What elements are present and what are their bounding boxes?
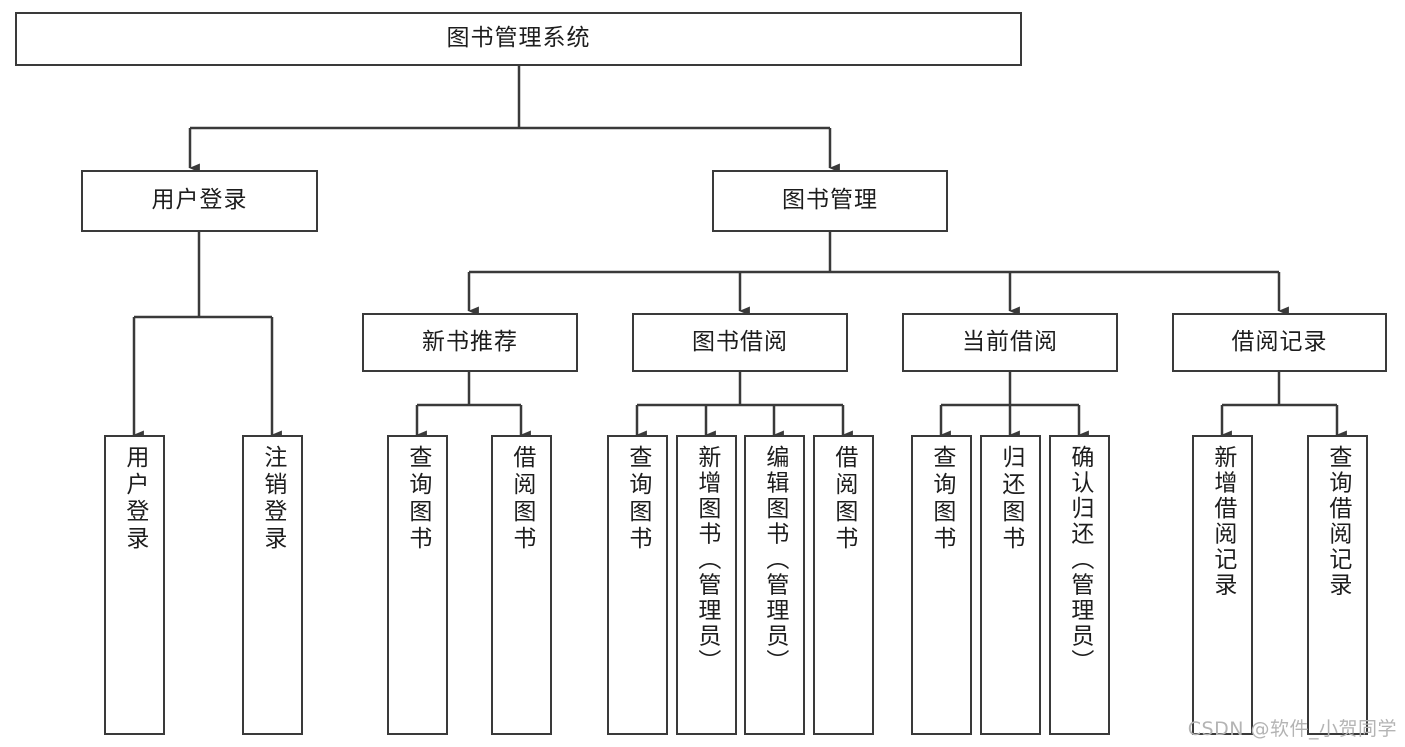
node-leaf-current-borrow-1-label: 查询图书	[928, 445, 955, 553]
node-leaf-user-login-2[interactable]: 注销登录	[242, 435, 303, 735]
node-leaf-borrow-record-2[interactable]: 查询借阅记录	[1307, 435, 1368, 735]
node-current-borrow-label: 当前借阅	[962, 328, 1058, 355]
node-leaf-book-borrow-4-label: 借阅图书	[830, 445, 857, 553]
node-root-label: 图书管理系统	[446, 25, 591, 52]
node-leaf-current-borrow-3-label: 确认归还（管理员）	[1066, 445, 1093, 675]
node-book-borrow[interactable]: 图书借阅	[632, 313, 848, 372]
node-new-book-label: 新书推荐	[422, 328, 518, 355]
node-leaf-user-login-1-label: 用户登录	[121, 445, 148, 553]
node-book-manage[interactable]: 图书管理	[712, 170, 948, 232]
node-user-login-label: 用户登录	[151, 187, 248, 214]
node-leaf-new-book-2-label: 借阅图书	[508, 445, 535, 553]
node-book-manage-label: 图书管理	[782, 187, 878, 214]
watermark-text: CSDN @软件_小贺同学	[1187, 718, 1397, 740]
node-leaf-new-book-2[interactable]: 借阅图书	[491, 435, 552, 735]
node-borrow-record-label: 借阅记录	[1231, 328, 1328, 355]
node-leaf-book-borrow-1[interactable]: 查询图书	[607, 435, 668, 735]
node-new-book[interactable]: 新书推荐	[362, 313, 578, 372]
node-leaf-book-borrow-1-label: 查询图书	[624, 445, 651, 553]
node-leaf-current-borrow-1[interactable]: 查询图书	[911, 435, 972, 735]
node-leaf-borrow-record-2-label: 查询借阅记录	[1324, 445, 1351, 598]
node-leaf-new-book-1-label: 查询图书	[404, 445, 431, 553]
node-borrow-record[interactable]: 借阅记录	[1172, 313, 1387, 372]
node-root[interactable]: 图书管理系统	[15, 12, 1022, 66]
node-leaf-book-borrow-3[interactable]: 编辑图书（管理员）	[744, 435, 805, 735]
node-leaf-book-borrow-3-label: 编辑图书（管理员）	[761, 445, 788, 675]
node-leaf-user-login-1[interactable]: 用户登录	[104, 435, 165, 735]
node-leaf-new-book-1[interactable]: 查询图书	[387, 435, 448, 735]
node-user-login[interactable]: 用户登录	[81, 170, 318, 232]
node-leaf-user-login-2-label: 注销登录	[259, 445, 286, 553]
node-leaf-book-borrow-4[interactable]: 借阅图书	[813, 435, 874, 735]
node-current-borrow[interactable]: 当前借阅	[902, 313, 1118, 372]
node-leaf-book-borrow-2[interactable]: 新增图书（管理员）	[676, 435, 737, 735]
node-leaf-borrow-record-1-label: 新增借阅记录	[1209, 445, 1236, 598]
node-leaf-book-borrow-2-label: 新增图书（管理员）	[693, 445, 720, 675]
node-book-borrow-label: 图书借阅	[692, 328, 788, 355]
node-leaf-borrow-record-1[interactable]: 新增借阅记录	[1192, 435, 1253, 735]
node-leaf-current-borrow-2[interactable]: 归还图书	[980, 435, 1041, 735]
node-leaf-current-borrow-2-label: 归还图书	[997, 445, 1024, 553]
node-leaf-current-borrow-3[interactable]: 确认归还（管理员）	[1049, 435, 1110, 735]
